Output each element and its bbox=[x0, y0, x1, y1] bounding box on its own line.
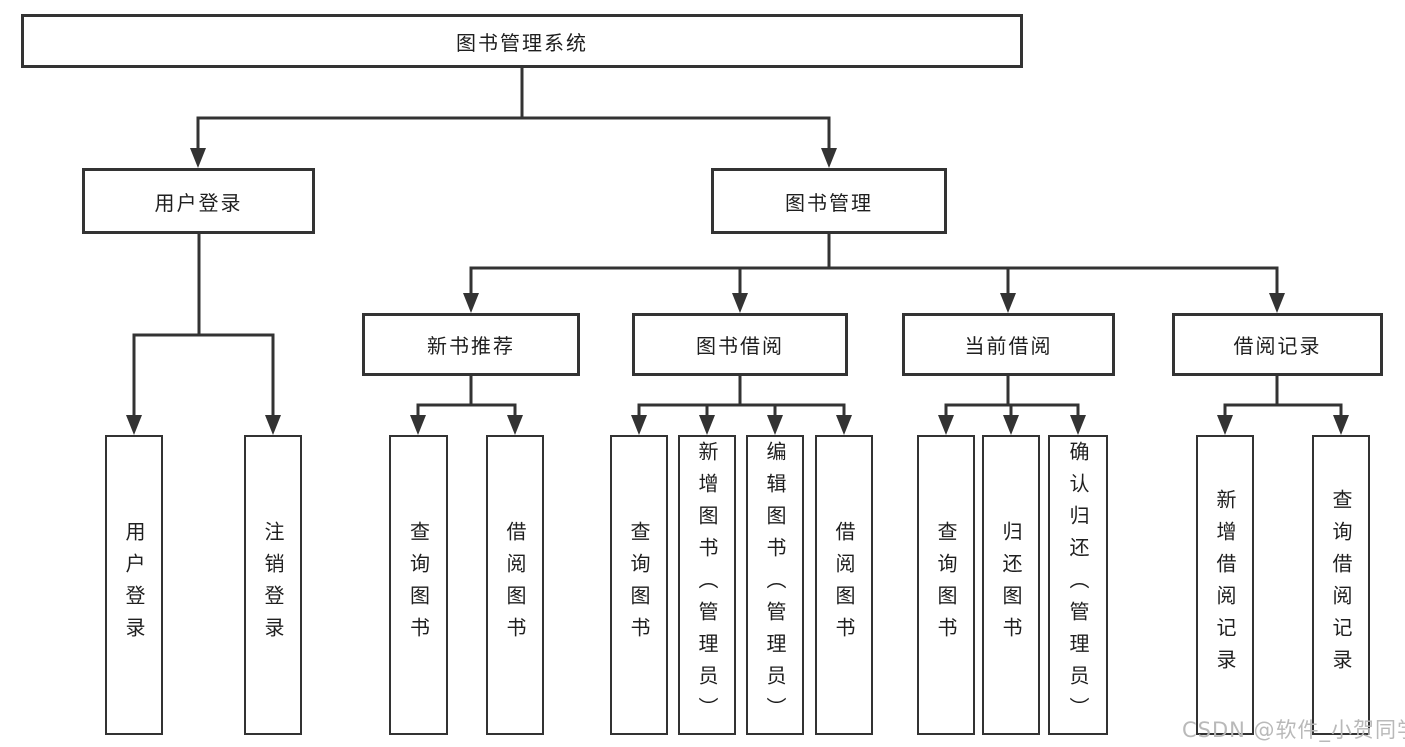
node-borrowing-records-label: 借阅记录 bbox=[1233, 334, 1322, 358]
leaf-records-query-record-label: 查询借阅记录 bbox=[1329, 489, 1353, 681]
leaf-logout-label: 注销登录 bbox=[261, 521, 285, 649]
leaf-user-login-label: 用户登录 bbox=[122, 521, 146, 649]
node-current-borrowing-label: 当前借阅 bbox=[964, 334, 1053, 358]
node-user-login: 用户登录 bbox=[82, 168, 315, 234]
leaf-borrowing-borrow-books-label: 借阅图书 bbox=[832, 521, 856, 649]
leaf-current-return-books-label: 归还图书 bbox=[999, 521, 1023, 649]
leaf-borrowing-query-books-label: 查询图书 bbox=[627, 521, 651, 649]
node-book-management-label: 图书管理 bbox=[785, 190, 873, 215]
leaf-borrowing-edit-books-admin: 编辑图书（管理员） bbox=[746, 435, 804, 735]
node-book-borrowing-label: 图书借阅 bbox=[696, 334, 784, 358]
node-new-book-recommendation-label: 新书推荐 bbox=[427, 334, 515, 358]
leaf-newbook-borrow-books: 借阅图书 bbox=[486, 435, 544, 735]
node-current-borrowing: 当前借阅 bbox=[902, 313, 1115, 376]
leaf-newbook-query-books-label: 查询图书 bbox=[406, 521, 431, 649]
leaf-records-add-record-label: 新增借阅记录 bbox=[1213, 489, 1237, 681]
node-root: 图书管理系统 bbox=[21, 14, 1023, 68]
leaf-borrowing-borrow-books: 借阅图书 bbox=[815, 435, 873, 735]
leaf-borrowing-add-books-admin-label: 新增图书（管理员） bbox=[695, 441, 719, 729]
leaf-borrowing-query-books: 查询图书 bbox=[610, 435, 668, 735]
leaf-borrowing-add-books-admin: 新增图书（管理员） bbox=[678, 435, 736, 735]
node-book-borrowing: 图书借阅 bbox=[632, 313, 848, 376]
leaf-user-login: 用户登录 bbox=[105, 435, 163, 735]
leaf-records-add-record: 新增借阅记录 bbox=[1196, 435, 1254, 735]
node-root-label: 图书管理系统 bbox=[456, 30, 588, 55]
csdn-watermark: CSDN @软件_小贺同学 bbox=[1182, 718, 1405, 742]
leaf-newbook-borrow-books-label: 借阅图书 bbox=[503, 521, 527, 649]
node-user-login-label: 用户登录 bbox=[154, 190, 243, 215]
leaf-borrowing-edit-books-admin-label: 编辑图书（管理员） bbox=[763, 441, 787, 729]
leaf-current-query-books: 查询图书 bbox=[917, 435, 975, 735]
leaf-records-query-record: 查询借阅记录 bbox=[1312, 435, 1370, 735]
leaf-newbook-query-books: 查询图书 bbox=[389, 435, 448, 735]
leaf-current-confirm-return-admin: 确认归还（管理员） bbox=[1048, 435, 1108, 735]
node-book-management: 图书管理 bbox=[711, 168, 947, 234]
leaf-current-return-books: 归还图书 bbox=[982, 435, 1040, 735]
leaf-logout: 注销登录 bbox=[244, 435, 302, 735]
connector-edges bbox=[132, 68, 1343, 417]
leaf-current-query-books-label: 查询图书 bbox=[934, 521, 958, 649]
leaf-current-confirm-return-admin-label: 确认归还（管理员） bbox=[1066, 441, 1090, 729]
node-new-book-recommendation: 新书推荐 bbox=[362, 313, 580, 376]
node-borrowing-records: 借阅记录 bbox=[1172, 313, 1383, 376]
